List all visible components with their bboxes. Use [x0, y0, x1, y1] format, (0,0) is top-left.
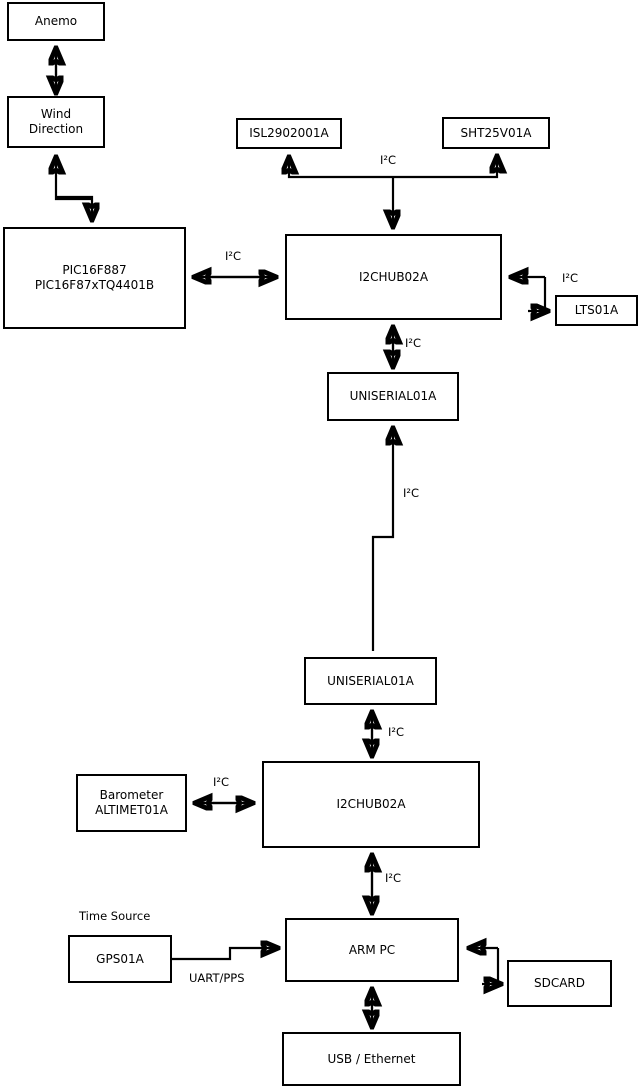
node-gps01a[interactable]: GPS01A [68, 935, 172, 983]
node-usb-ethernet[interactable]: USB / Ethernet [282, 1032, 461, 1086]
edge-label-i2c-barometer-hub2: I²C [213, 775, 230, 789]
node-uniserial01a-upper[interactable]: UNISERIAL01A [327, 372, 459, 421]
node-uniserial01a-lower[interactable]: UNISERIAL01A [304, 657, 437, 705]
edge-gps-arm [172, 948, 277, 959]
edge-label-uart-pps: UART/PPS [189, 971, 245, 985]
node-arm-pc[interactable]: ARM PC [285, 918, 459, 982]
node-sdcard-label: SDCARD [533, 976, 586, 990]
node-uniserial01a-upper-label: UNISERIAL01A [349, 389, 437, 403]
edge-label-i2c-hub2-arm: I²C [385, 871, 402, 885]
edge-pic-winddir [56, 158, 92, 201]
node-i2chub02a-bottom-label: I2CHUB02A [336, 797, 406, 811]
edge-label-time-source: Time Source [79, 909, 151, 923]
edge-label-i2c-uniserial-hub2: I²C [388, 725, 405, 739]
node-sht25v01a-label: SHT25V01A [460, 125, 532, 140]
edge-label-i2c-hub-uniserial: I²C [405, 336, 422, 350]
node-sht25v01a[interactable]: SHT25V01A [442, 117, 550, 149]
node-i2chub02a-top[interactable]: I2CHUB02A [285, 234, 502, 320]
node-anemo-label: Anemo [34, 14, 78, 28]
node-i2chub02a-top-label: I2CHUB02A [358, 269, 429, 284]
node-uniserial01a-lower-label: UNISERIAL01A [327, 673, 414, 688]
node-anemo[interactable]: Anemo [7, 2, 105, 41]
edge-uniserial-down-up [371, 429, 393, 651]
edge-label-i2c-hub-lts: I²C [562, 271, 579, 285]
node-lts01a-label: LTS01A [574, 303, 619, 317]
node-lts01a[interactable]: LTS01A [555, 295, 638, 326]
edge-winddir-pic [56, 195, 92, 219]
node-i2chub02a-bottom[interactable]: I2CHUB02A [262, 761, 480, 848]
node-isl2902001a-label: ISL2902001A [249, 126, 329, 140]
edge-label-i2c-sensor-bus: I²C [380, 153, 397, 167]
node-arm-pc-label: ARM PC [348, 942, 396, 957]
node-usb-ethernet-label: USB / Ethernet [327, 1051, 416, 1066]
edge-arm-sdcard [498, 948, 500, 984]
node-gps01a-label: GPS01A [96, 951, 144, 966]
edge-label-i2c-pic-hub: I²C [225, 249, 242, 263]
node-isl2902001a[interactable]: ISL2902001A [236, 118, 342, 149]
edge-hub-lts-in [545, 277, 547, 311]
edge-hub-isl [289, 158, 393, 179]
node-sdcard[interactable]: SDCARD [507, 960, 612, 1007]
edge-label-i2c-uniserial-link: I²C [403, 486, 420, 500]
edge-hub-sht [393, 157, 497, 179]
